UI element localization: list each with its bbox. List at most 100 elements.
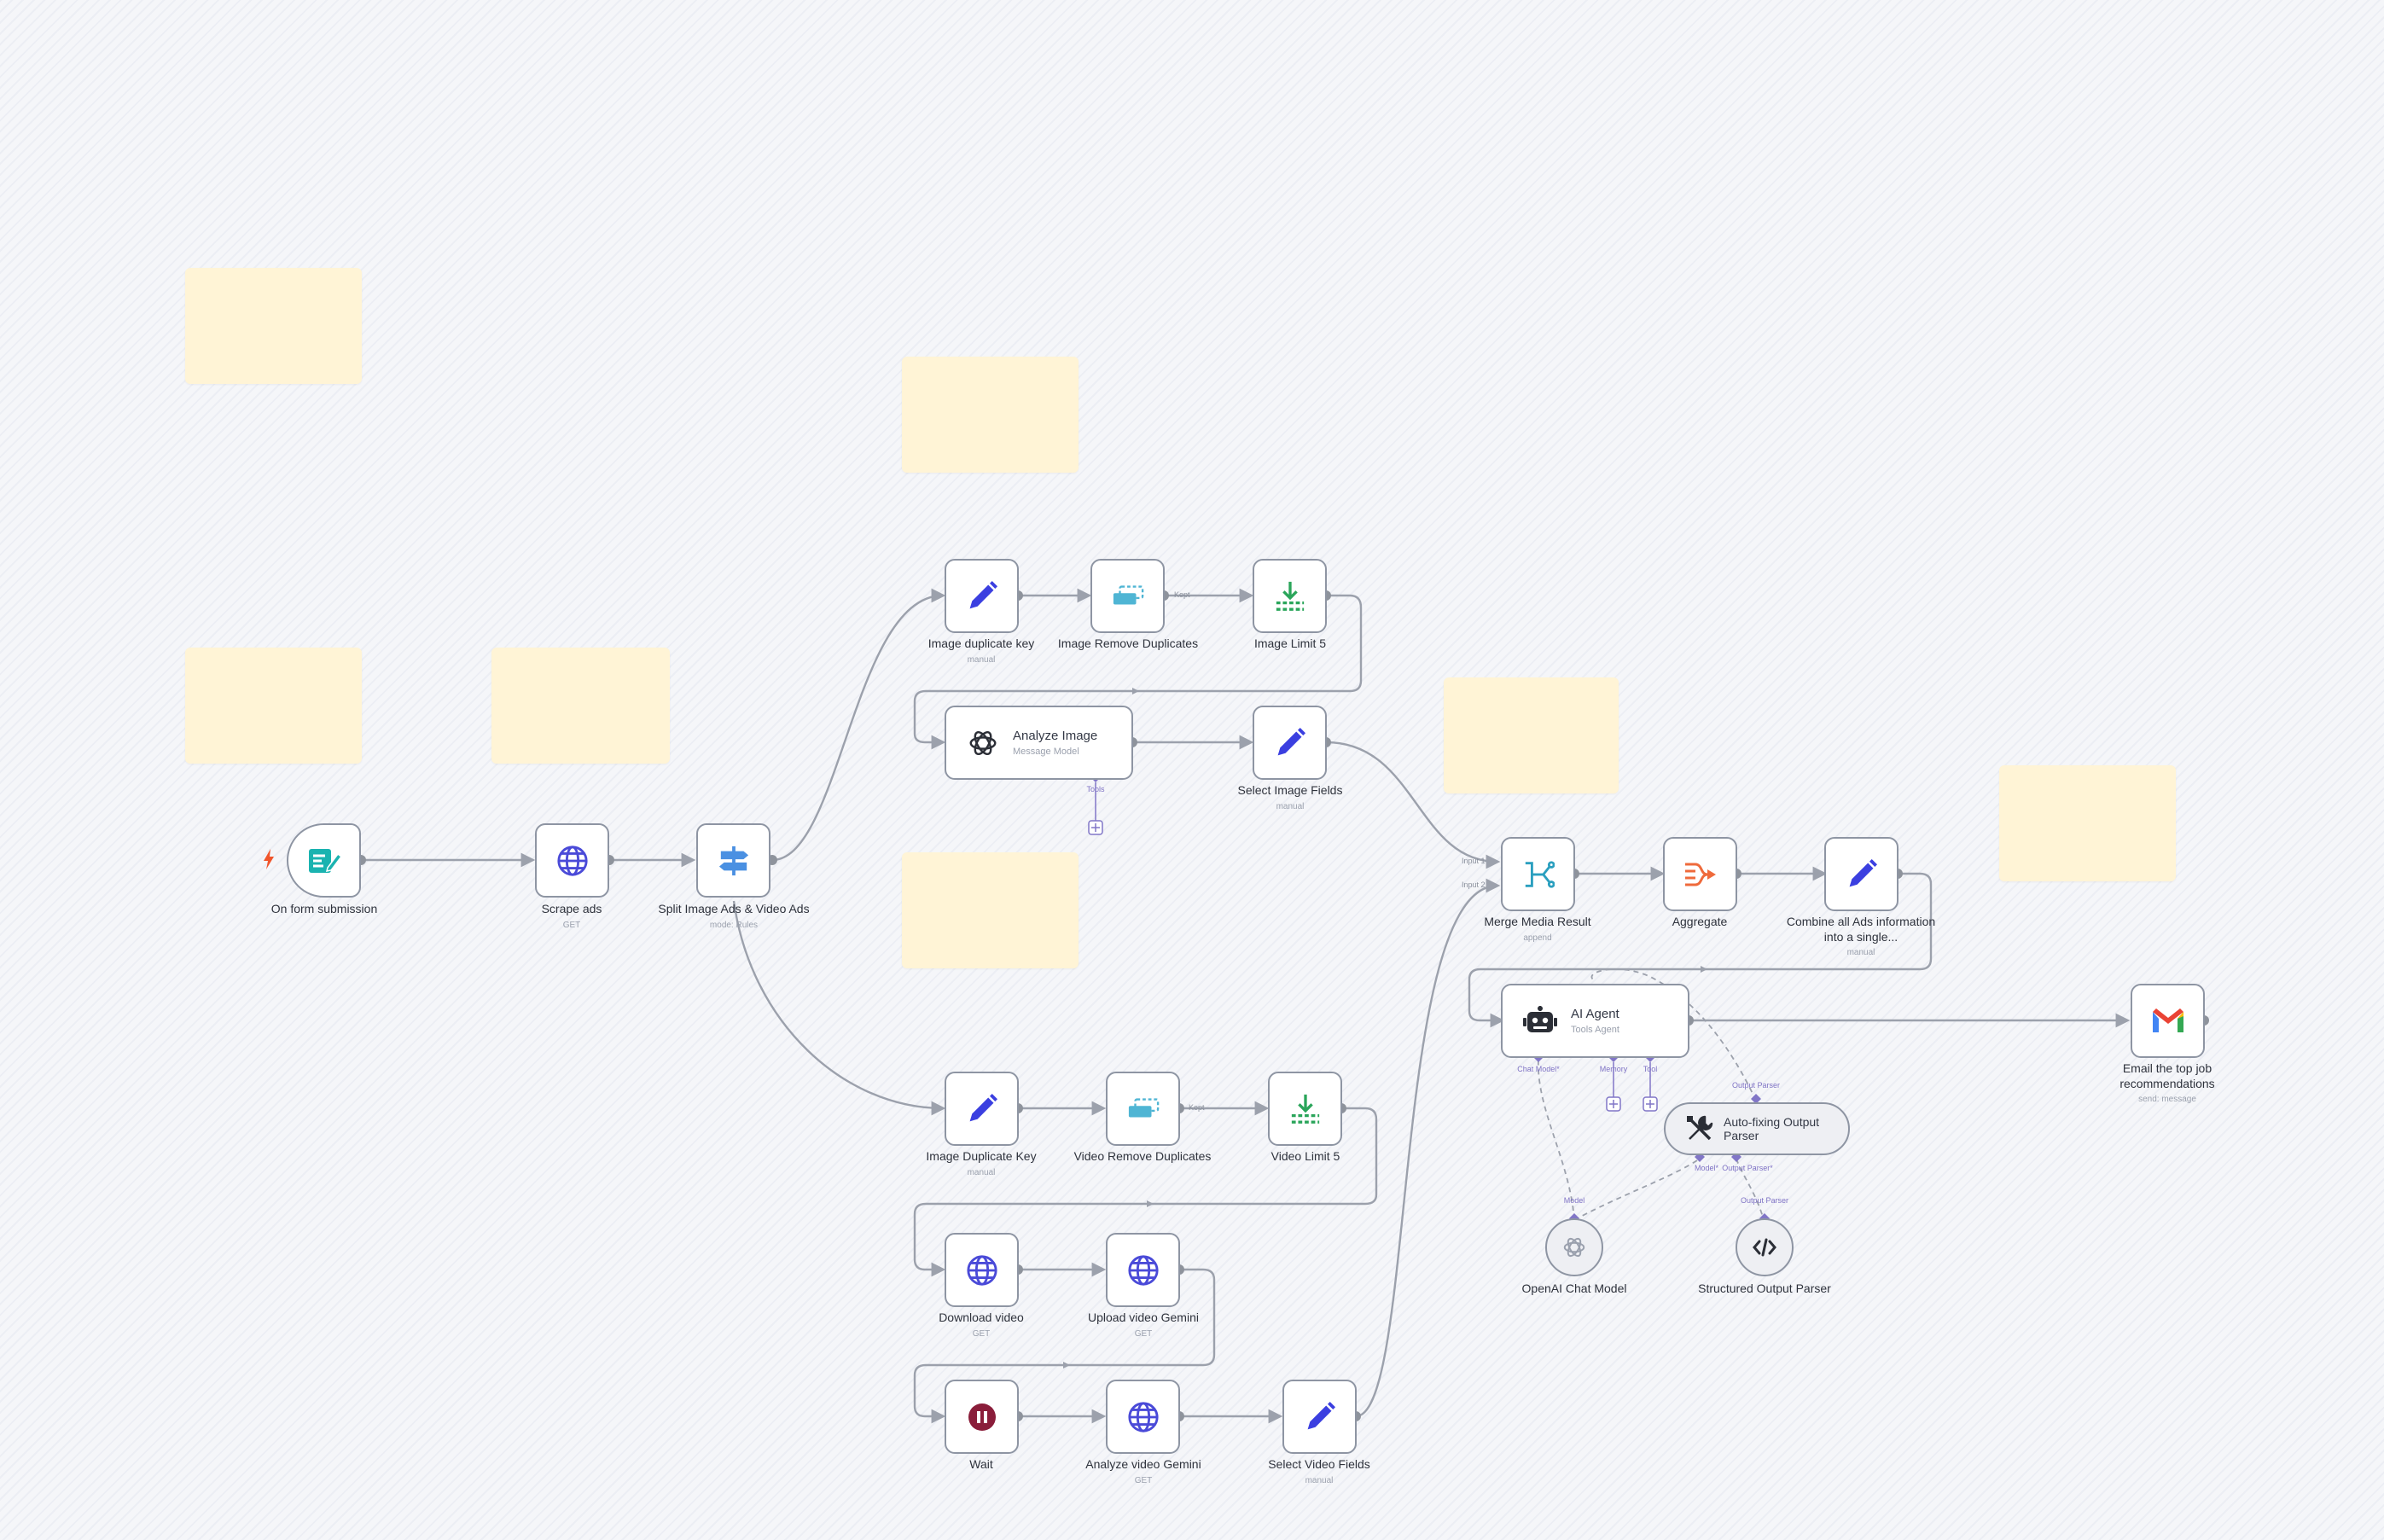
- node-image-duplicate-key[interactable]: [945, 559, 1019, 633]
- limit-icon: [1291, 1094, 1319, 1124]
- edge-split-vidkey: [732, 900, 946, 1116]
- subtitle: mode: Rules: [709, 920, 759, 930]
- autofix-text: Auto-fixing Output Parser: [1724, 1115, 1848, 1142]
- sticky-note-7[interactable]: [1999, 765, 2176, 881]
- node-split-image-video[interactable]: [696, 823, 770, 898]
- port-label-model: Model: [1563, 1196, 1585, 1205]
- aggregate-icon: [1684, 863, 1716, 886]
- form-icon: [308, 848, 341, 873]
- title: Video Limit 5: [1270, 1149, 1340, 1163]
- subtitle: GET: [562, 920, 581, 930]
- label-email-recommendations: Email the top job recommendations send: …: [2082, 1061, 2253, 1104]
- title: Image duplicate key: [927, 636, 1035, 650]
- title: Video Remove Duplicates: [1073, 1149, 1212, 1163]
- node-openai-chat-model[interactable]: [1545, 1218, 1603, 1276]
- sticky-note-4[interactable]: [491, 648, 670, 764]
- edge-select-merge1: [1325, 741, 1501, 869]
- node-analyze-video-gemini[interactable]: [1106, 1380, 1180, 1454]
- title: Image Duplicate Key: [926, 1149, 1037, 1163]
- label-structured-output-parser: Structured Output Parser: [1688, 1281, 1841, 1297]
- title: OpenAI Chat Model: [1521, 1281, 1627, 1295]
- subtitle: GET: [1134, 1475, 1153, 1485]
- label-upload-video-gemini: Upload video Gemini GET: [1058, 1310, 1229, 1339]
- openai-icon: [1563, 1237, 1585, 1258]
- subtitle: Message Model: [1013, 746, 1079, 757]
- label-analyze-video-gemini: Analyze video Gemini GET: [1058, 1457, 1229, 1485]
- pencil-icon: [1307, 1401, 1335, 1429]
- node-image-remove-duplicates[interactable]: [1090, 559, 1165, 633]
- sticky-note-6[interactable]: [902, 852, 1079, 968]
- edge-vidselect-merge2: [1355, 878, 1501, 1418]
- title: Merge Media Result: [1484, 915, 1591, 928]
- edge-split-imgkey: [771, 588, 946, 862]
- globe-icon: [1127, 1254, 1159, 1286]
- node-structured-output-parser[interactable]: [1736, 1218, 1794, 1276]
- subtitle: send: message: [2138, 1095, 2196, 1104]
- port-label-model-star: Model*: [1694, 1164, 1719, 1172]
- title: AI Agent: [1571, 1006, 1619, 1021]
- label-video-remove-duplicates: Video Remove Duplicates: [1047, 1149, 1238, 1165]
- openai-icon: [969, 730, 997, 755]
- dedupe-icon: [1113, 584, 1143, 604]
- merge-input-2-label: Input 2: [1462, 880, 1486, 889]
- node-auto-fixing-output-parser[interactable]: Auto-fixing Output Parser: [1664, 1102, 1850, 1155]
- port-label-output-parser: Output Parser: [1731, 1081, 1781, 1090]
- node-ai-agent[interactable]: AI Agent Tools Agent: [1501, 984, 1689, 1058]
- code-icon: [1753, 1238, 1776, 1257]
- label-image-duplicate-key-video: Image Duplicate Key manual: [896, 1149, 1067, 1177]
- pencil-icon: [1277, 727, 1305, 755]
- title: Select Video Fields: [1268, 1457, 1370, 1471]
- title: On form submission: [270, 902, 378, 915]
- subtitle: manual: [967, 654, 996, 665]
- subtitle: GET: [1134, 1328, 1153, 1339]
- title: Aggregate: [1672, 915, 1728, 928]
- node-on-form-submission[interactable]: [287, 823, 361, 898]
- node-image-limit-5[interactable]: [1253, 559, 1327, 633]
- node-select-video-fields[interactable]: [1282, 1380, 1357, 1454]
- title: Combine all Ads information into a singl…: [1786, 915, 1936, 944]
- node-video-remove-duplicates[interactable]: [1106, 1072, 1180, 1146]
- label-image-limit: Image Limit 5: [1205, 636, 1375, 652]
- pencil-icon: [1849, 858, 1877, 886]
- edge-label-kept-video: Kept: [1189, 1103, 1205, 1112]
- node-download-video[interactable]: [945, 1233, 1019, 1307]
- node-merge-media-result[interactable]: [1501, 837, 1575, 911]
- subtitle: append: [1523, 933, 1552, 943]
- node-upload-video-gemini[interactable]: [1106, 1233, 1180, 1307]
- label-openai-chat-model: OpenAI Chat Model: [1489, 1281, 1660, 1297]
- node-select-image-fields[interactable]: [1253, 706, 1327, 780]
- subtitle: manual: [1305, 1475, 1334, 1485]
- limit-icon: [1276, 581, 1304, 611]
- label-select-image-fields: Select Image Fields manual: [1205, 783, 1375, 811]
- node-scrape-ads[interactable]: [535, 823, 609, 898]
- ai-edge-model-autofix: [1573, 1158, 1701, 1221]
- sticky-note-5[interactable]: [1444, 677, 1619, 793]
- node-combine-ads-info[interactable]: [1824, 837, 1898, 911]
- title: Upload video Gemini: [1088, 1310, 1199, 1324]
- node-analyze-image[interactable]: Analyze Image Message Model: [945, 706, 1133, 780]
- title: Auto-fixing Output Parser: [1724, 1114, 1820, 1142]
- sticky-note-3[interactable]: [185, 648, 362, 764]
- label-video-limit: Video Limit 5: [1220, 1149, 1391, 1165]
- node-email-recommendations[interactable]: [2131, 984, 2205, 1058]
- edge-combine-agent: [1468, 872, 1933, 1028]
- node-aggregate[interactable]: [1663, 837, 1737, 911]
- subtitle: GET: [972, 1328, 991, 1339]
- node-video-limit-5[interactable]: [1268, 1072, 1342, 1146]
- tools-icon: [1687, 1115, 1713, 1141]
- ai-edge-parser-agent: [1590, 968, 1757, 1101]
- edge-label-kept-image: Kept: [1174, 590, 1190, 599]
- sticky-note-1[interactable]: [185, 268, 362, 384]
- label-aggregate: Aggregate: [1614, 915, 1785, 930]
- subtitle: manual: [1276, 801, 1305, 811]
- merge-icon: [1525, 860, 1555, 888]
- node-image-duplicate-key-video[interactable]: [945, 1072, 1019, 1146]
- label-split: Split Image Ads & Video Ads mode: Rules: [657, 902, 811, 930]
- title: Structured Output Parser: [1698, 1281, 1831, 1295]
- node-wait[interactable]: [945, 1380, 1019, 1454]
- label-wait: Wait: [896, 1457, 1067, 1473]
- port-label-output-parser-2: Output Parser: [1740, 1196, 1789, 1205]
- sticky-note-2[interactable]: [902, 357, 1079, 473]
- ai-edge-model-agent: [1538, 1058, 1575, 1221]
